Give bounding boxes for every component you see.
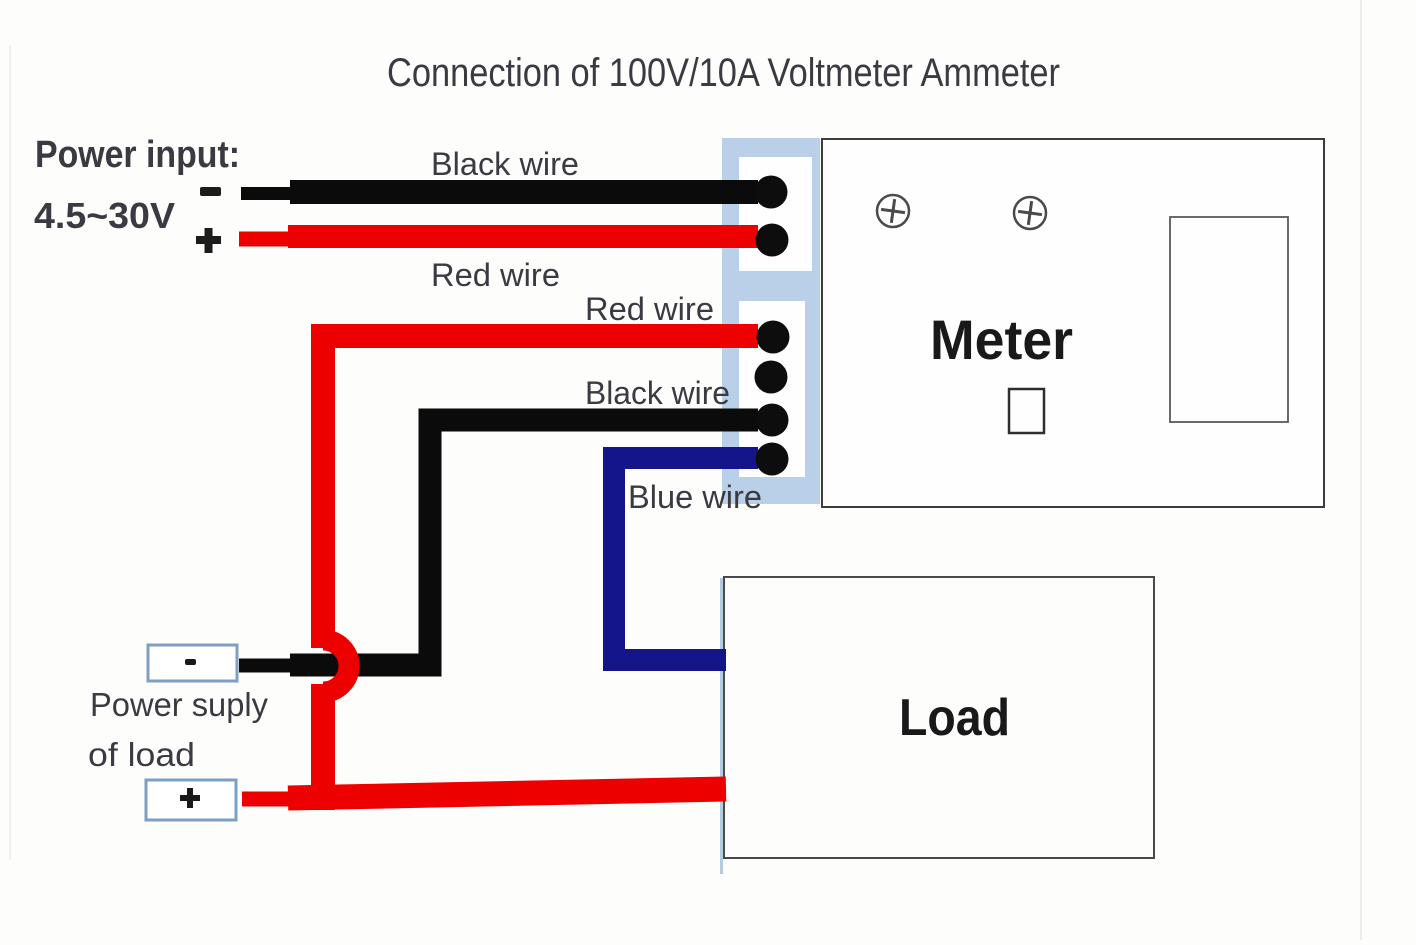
svg-text:Load: Load bbox=[899, 689, 1010, 747]
svg-text:Power suply: Power suply bbox=[90, 686, 268, 723]
svg-text:Black wire: Black wire bbox=[431, 146, 579, 182]
svg-text:4.5~30V: 4.5~30V bbox=[34, 195, 175, 236]
svg-text:Meter: Meter bbox=[930, 308, 1073, 371]
svg-text:Red wire: Red wire bbox=[585, 291, 714, 327]
svg-text:of load: of load bbox=[88, 736, 195, 773]
svg-text:Power input:: Power input: bbox=[35, 134, 240, 176]
svg-text:Black wire: Black wire bbox=[585, 375, 730, 411]
svg-text:Red wire: Red wire bbox=[431, 257, 560, 293]
svg-text:Connection of 100V/10A Voltmet: Connection of 100V/10A Voltmeter Ammeter bbox=[387, 51, 1060, 95]
svg-text:Blue wire: Blue wire bbox=[628, 479, 762, 515]
